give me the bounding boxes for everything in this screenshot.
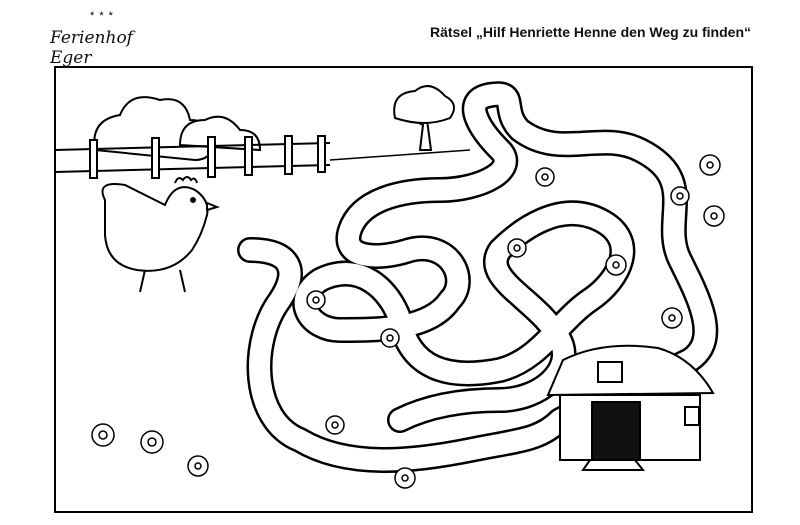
page-title: Rätsel „Hilf Henriette Henne den Weg zu …	[430, 24, 752, 40]
tree-icon	[393, 85, 455, 151]
logo-stars: * * *	[90, 10, 114, 22]
logo: * * * Ferienhof Eger	[44, 10, 154, 68]
flower-icon	[91, 154, 725, 489]
maze	[237, 94, 705, 460]
logo-text: Ferienhof Eger	[50, 28, 133, 68]
hen-icon	[101, 176, 221, 293]
fence-icon	[54, 135, 331, 179]
barn-icon	[546, 344, 715, 471]
